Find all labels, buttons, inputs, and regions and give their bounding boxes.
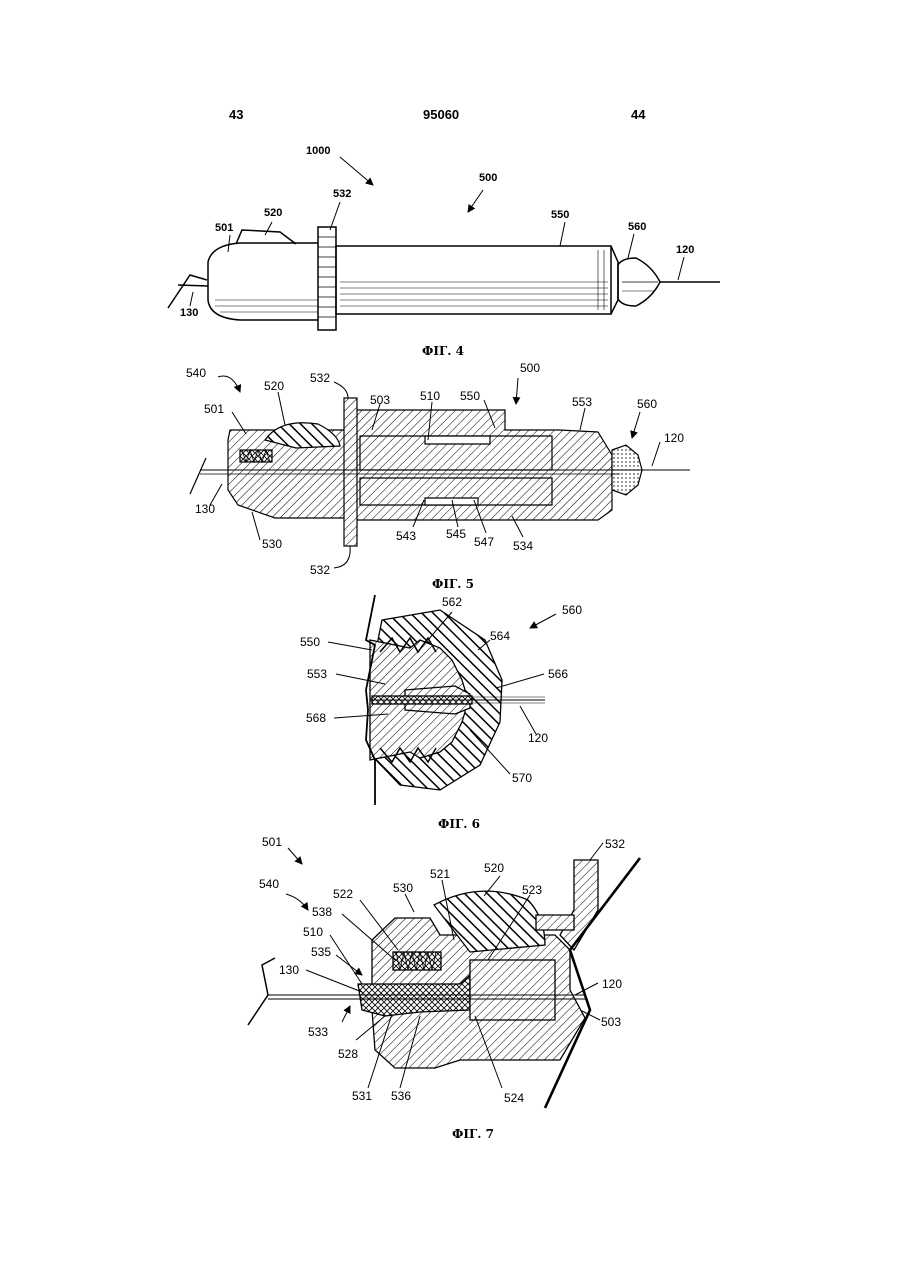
fig6-label-120: 120 [528,731,548,745]
fig4-label-532: 532 [333,188,351,200]
fig4-label-130: 130 [180,307,198,319]
fig4-drawing [168,227,720,330]
fig7-label-528: 528 [338,1047,358,1061]
fig4-caption: ФІГ. 4 [422,344,464,358]
fig7-label-535: 535 [311,945,331,959]
fig7-label-522: 522 [333,887,353,901]
fig6-label-570: 570 [512,771,532,785]
fig6-label-564: 564 [490,629,510,643]
fig6-label-560: 560 [562,603,582,617]
fig6-label-566: 566 [548,667,568,681]
fig7-label-120: 120 [602,977,622,991]
fig4-label-520: 520 [264,207,282,219]
fig7-label-501: 501 [262,835,282,849]
fig7-label-520: 520 [484,861,504,875]
fig7-drawing [248,858,640,1108]
fig4-label-120: 120 [676,244,694,256]
fig7-label-521: 521 [430,867,450,881]
fig7-label-532: 532 [605,837,625,851]
fig5-label-530: 530 [262,537,282,551]
fig6-label-550: 550 [300,635,320,649]
fig4-label-501: 501 [215,222,233,234]
fig5-label-130: 130 [195,502,215,516]
fig5-label-532-top: 532 [310,371,330,385]
fig7-label-538: 538 [312,905,332,919]
fig7-label-533: 533 [308,1025,328,1039]
fig5-label-500: 500 [520,361,540,375]
fig5-label-540: 540 [186,366,206,380]
fig5-label-543: 543 [396,529,416,543]
fig4-label-1000: 1000 [306,145,330,157]
fig5-label-510: 510 [420,389,440,403]
fig7-label-503: 503 [601,1015,621,1029]
fig6-label-553: 553 [307,667,327,681]
fig7-label-540: 540 [259,877,279,891]
fig5-label-553: 553 [572,395,592,409]
fig5-label-560: 560 [637,397,657,411]
fig6-caption: ФІГ. 6 [438,817,480,831]
fig5-label-120: 120 [664,431,684,445]
fig7-label-510: 510 [303,925,323,939]
fig5-label-520: 520 [264,379,284,393]
fig5-label-501: 501 [204,402,224,416]
fig6-label-562: 562 [442,595,462,609]
fig4-label-500: 500 [479,172,497,184]
fig5-label-550: 550 [460,389,480,403]
fig5-drawing [190,398,690,546]
fig7-caption: ФІГ. 7 [452,1127,494,1141]
fig7-label-524: 524 [504,1091,524,1105]
fig5-label-503: 503 [370,393,390,407]
fig5-label-545: 545 [446,527,466,541]
fig7-label-536: 536 [391,1089,411,1103]
fig4-label-560: 560 [628,221,646,233]
fig5-label-547: 547 [474,535,494,549]
fig7-label-523: 523 [522,883,542,897]
fig5-label-532-bottom: 532 [310,563,330,577]
fig7-label-531: 531 [352,1089,372,1103]
fig5-label-534: 534 [513,539,533,553]
fig5-caption: ФІГ. 5 [432,577,474,591]
fig7-label-130: 130 [279,963,299,977]
fig7-label-530: 530 [393,881,413,895]
fig6-label-568: 568 [306,711,326,725]
fig4-label-550: 550 [551,209,569,221]
